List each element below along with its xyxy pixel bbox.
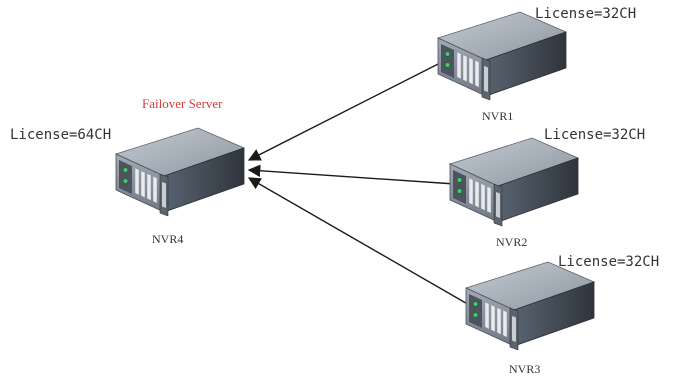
arrow-nvr1-to-nvr4 <box>247 59 447 161</box>
license-label-nvr1: License=32CH <box>535 6 637 22</box>
license-label-nvr3: License=32CH <box>558 254 660 270</box>
arrow-nvr3-to-nvr4 <box>247 177 472 307</box>
node-name-nvr2: NVR2 <box>496 235 528 249</box>
node-name-nvr1: NVR1 <box>482 109 514 123</box>
server-icon-nvr3 <box>464 261 596 351</box>
license-label-nvr2: License=32CH <box>544 127 646 143</box>
license-label-nvr4: License=64CH <box>10 127 112 143</box>
server-icon-nvr1 <box>436 11 568 101</box>
server-icon-nvr2 <box>448 137 580 227</box>
node-name-nvr4: NVR4 <box>152 232 184 246</box>
failover-server-label: Failover Server <box>142 96 223 111</box>
server-icon-nvr4 <box>114 127 246 217</box>
node-name-nvr3: NVR3 <box>509 362 541 376</box>
arrow-nvr2-to-nvr4 <box>247 164 456 185</box>
